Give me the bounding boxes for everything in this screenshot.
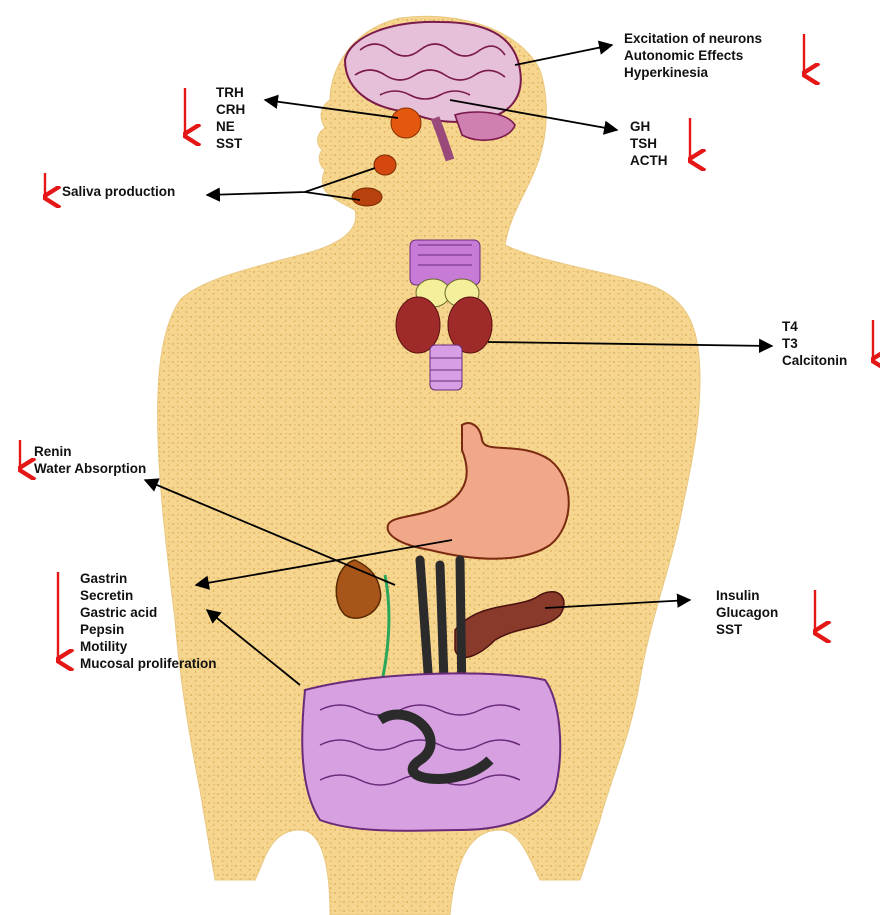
salivary-gland-upper [374, 155, 396, 175]
hypothalamus-hormones-label: TRH CRH NE SST [216, 84, 245, 152]
brain-effects-label: Excitation of neurons Autonomic Effects … [624, 30, 762, 81]
pancreas-hormones-label: Insulin Glucagon SST [716, 587, 778, 638]
intestines [302, 673, 560, 830]
thyroid-hormones-label: T4 T3 Calcitonin [782, 318, 847, 369]
pituitary-hormones-label: GH TSH ACTH [630, 118, 668, 169]
salivary-gland-lower [352, 188, 382, 206]
gi-effects-label: Gastrin Secretin Gastric acid Pepsin Mot… [80, 570, 217, 672]
saliva-label: Saliva production [62, 183, 175, 200]
hypothalamus-gland [391, 108, 421, 138]
kidney-effects-label: Renin Water Absorption [34, 443, 146, 477]
